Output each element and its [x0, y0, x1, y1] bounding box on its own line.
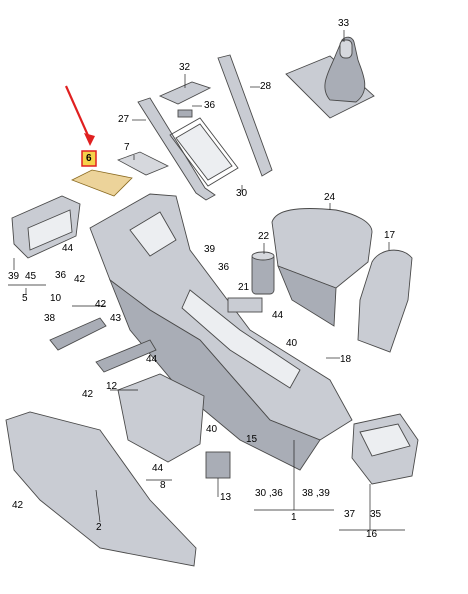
callout-44-top: 44 [62, 243, 74, 254]
callout-42-a: 42 [74, 274, 86, 285]
callout-22: 22 [258, 231, 270, 242]
callout-24: 24 [324, 192, 336, 203]
callout-13: 13 [220, 492, 232, 503]
callout-37: 37 [344, 509, 356, 520]
callout-28: 28 [260, 81, 272, 92]
part-21-plug [227, 297, 263, 313]
callout-33: 33 [338, 18, 350, 29]
callout-43: 43 [110, 313, 122, 324]
callout-38: 38 [44, 313, 56, 324]
part-16-pocket [351, 413, 419, 485]
callout-44-plug: 44 [272, 310, 284, 321]
part-32-cover [158, 81, 212, 118]
callout-35: 35 [370, 509, 382, 520]
callout-36-top: 36 [204, 100, 216, 111]
callout-42-d: 42 [12, 500, 24, 511]
callout-8: 8 [160, 480, 166, 491]
callout-36-left: 36 [55, 270, 67, 281]
callout-44-bottom: 44 [152, 463, 164, 474]
callout-7: 7 [124, 142, 130, 153]
part-24-armrest [271, 208, 373, 327]
callout-12: 12 [106, 381, 118, 392]
part-7-mat [117, 151, 169, 176]
callout-40-lower: 40 [206, 424, 218, 435]
callout-36-mid: 36 [218, 262, 230, 273]
callout-27: 27 [118, 114, 130, 125]
part-33-shifter [285, 36, 375, 119]
callout-39-left: 39 [8, 271, 20, 282]
callout-45: 45 [25, 271, 37, 282]
callout-32: 32 [179, 62, 191, 73]
part-6-mat [71, 150, 133, 197]
callout-39-right: 39 [204, 244, 216, 255]
leader-lines [8, 30, 405, 531]
trim-strips-27-28 [137, 54, 273, 201]
callout-6: 6 [86, 153, 92, 164]
callout-17: 17 [384, 230, 396, 241]
callout-15: 15 [246, 434, 258, 445]
callout-42-c: 42 [82, 389, 94, 400]
part-4-storage-box [11, 195, 81, 259]
callout-40: 40 [286, 338, 298, 349]
callout-16: 16 [366, 529, 378, 540]
callout-42-b: 42 [95, 299, 107, 310]
callout-38-39: 38 ,39 [302, 488, 330, 499]
callout-2: 2 [96, 522, 102, 533]
part-22-cupholder [251, 251, 275, 295]
callout-21: 21 [238, 282, 250, 293]
callout-10: 10 [50, 293, 62, 304]
callout-44-mid: 44 [146, 354, 158, 365]
part-17-side-panel [357, 249, 413, 353]
callout-18: 18 [340, 354, 352, 365]
callout-30-36: 30 ,36 [255, 488, 283, 499]
part-10-bracket [49, 317, 107, 351]
highlight-arrow [64, 85, 95, 146]
part-2-side-trim [5, 411, 197, 567]
part-1-center-console [89, 193, 353, 471]
callout-30: 30 [236, 188, 248, 199]
part-13-clip [205, 451, 231, 479]
callout-1: 1 [291, 512, 297, 523]
callout-5: 5 [22, 293, 28, 304]
part-8-box [95, 339, 205, 463]
